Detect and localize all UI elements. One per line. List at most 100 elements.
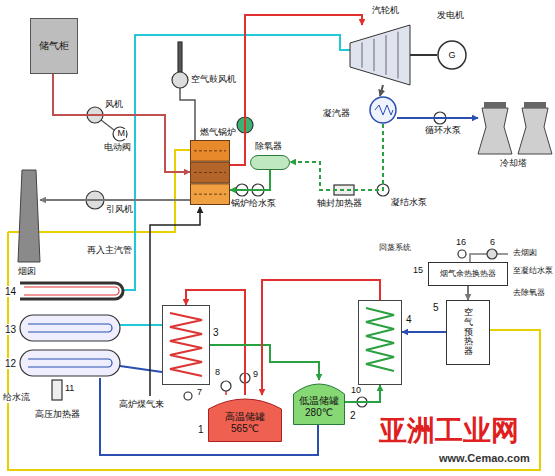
callout-number: 10 [350, 386, 362, 396]
cooling-tower-outline [518, 108, 552, 154]
coil [366, 308, 394, 371]
pipe-connector [410, 54, 437, 56]
node-label: 565℃ [231, 423, 259, 435]
steam-turbine-outline [350, 25, 410, 85]
callout-number: 12 [4, 358, 17, 369]
callout-number: 2 [349, 410, 357, 421]
boiler-tubes [194, 150, 226, 151]
gas-boiler-outline [191, 141, 230, 162]
condenser-shape [369, 96, 397, 124]
callout-number: 9 [252, 370, 259, 380]
pipe-connector [467, 286, 469, 300]
node-label: 空气预热器 [464, 308, 473, 357]
motor-link [101, 120, 114, 130]
annotation: 至凝结水泵 [512, 267, 554, 276]
cooling-tower: 冷却塔 [478, 100, 552, 154]
annotation: 去除氧器 [512, 289, 546, 298]
node-label: 高温储罐 [225, 411, 265, 423]
tower-fan [524, 102, 546, 108]
callout-number: 1 [197, 424, 205, 435]
node-label: 3 [213, 327, 219, 339]
callout-number: 7 [196, 388, 203, 398]
annotation: 电动阀 [103, 143, 132, 153]
annotation: 锅炉给水泵 [230, 199, 277, 209]
heater-tube [28, 324, 112, 332]
node-label: 燃气锅炉 [200, 127, 236, 137]
valve-symbol [184, 392, 192, 400]
annotation: 引风机 [105, 205, 134, 215]
callout-number: 16 [455, 238, 467, 248]
boiler-tubes [194, 194, 226, 195]
gas-boiler: 燃气锅炉 [190, 140, 230, 205]
condenser-coil [375, 105, 393, 115]
air-preheater: 空气预热器 [446, 300, 490, 365]
steam-turbine-shape [350, 25, 410, 85]
node-label: 4 [406, 314, 412, 326]
annotation: M [117, 129, 127, 139]
callout-number: 6 [489, 238, 496, 248]
salt-pipe [225, 391, 227, 395]
gas-boiler-outline [191, 162, 230, 183]
pipe-connector [230, 170, 270, 190]
annotation: 风机 [104, 100, 124, 110]
cold-salt-tank-outline [294, 384, 345, 425]
flue-heat-exchanger: 烟气余热换热器 [428, 262, 508, 286]
pipe-connector [53, 74, 190, 172]
chimney-shape [18, 170, 40, 262]
gas-boiler-outline [191, 184, 230, 205]
steam-turbine: 汽轮机 [350, 25, 410, 85]
heat-exchanger-shape [358, 300, 402, 385]
chimney-outline [18, 170, 40, 262]
blade-row [374, 39, 375, 71]
annotation: 循环水泵 [424, 126, 462, 136]
node-label: 汽轮机 [372, 5, 399, 15]
condenser: 凝汽器 [369, 96, 397, 124]
steam-pipe [120, 324, 162, 326]
cooling-tower-outline [478, 108, 512, 154]
fan-symbol [487, 249, 497, 259]
pipe-connector [40, 199, 190, 201]
callout-number: 5 [432, 302, 440, 313]
gas-boiler-shape [190, 140, 230, 205]
pipe-connector [380, 85, 383, 96]
blower-duct [180, 88, 195, 140]
water-pipe [100, 378, 318, 455]
blade-row [362, 42, 363, 67]
node-label: 烟囱 [18, 266, 36, 276]
cold-salt-tank: 低温储罐280℃ [293, 380, 345, 425]
node-label: 280℃ [305, 407, 333, 419]
heater-13 [20, 315, 120, 341]
fan-symbol [172, 72, 188, 88]
node-label: 低温储罐 [299, 395, 339, 407]
heater-14 [24, 287, 119, 295]
deaerator-outline [251, 156, 290, 170]
heat-exchanger-outline [163, 306, 210, 385]
blade-row [386, 35, 387, 75]
gas-holder: 储气柜 [30, 18, 78, 74]
callout-number: 8 [214, 368, 221, 378]
callout-number: 15 [412, 266, 424, 276]
annotation: 高压加热器 [34, 410, 81, 420]
watermark: www.Cemao.com [438, 452, 531, 464]
pipe-connector [345, 385, 380, 402]
node-label: 烟气余热换热器 [440, 269, 496, 278]
node-label: 冷却塔 [500, 158, 527, 168]
air-pipe [8, 232, 540, 470]
heater-11 [52, 380, 62, 400]
heater-tube [28, 359, 112, 367]
air-preheater-outline [447, 301, 490, 365]
pipe-connector [290, 124, 383, 190]
hot-salt-tank-outline [209, 399, 282, 442]
generator: 发电机G [437, 40, 467, 70]
annotation: 回蒸系统 [378, 244, 412, 253]
deaerator: 除氧器 [250, 155, 290, 170]
pipe-connector [230, 15, 362, 165]
boiler-tubes [194, 172, 226, 173]
callout-number: 11 [64, 384, 75, 394]
annotation: 给水流 [2, 393, 31, 403]
annotation: 凝结水泵 [390, 198, 428, 208]
annotation: 高炉煤气来 [118, 400, 165, 410]
blade-row [398, 32, 399, 79]
